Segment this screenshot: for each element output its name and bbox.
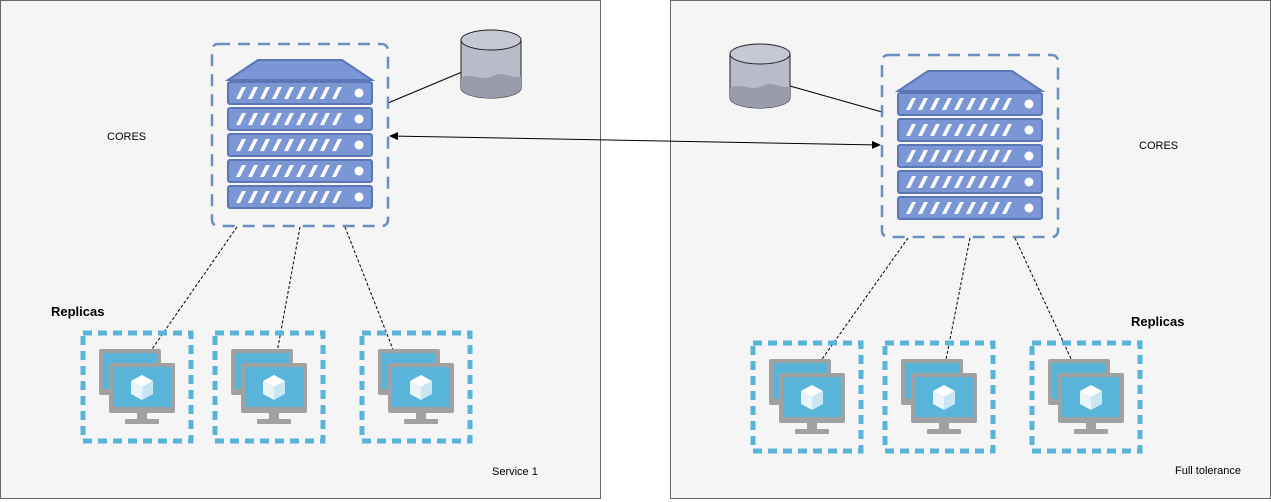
cores-label-right: CORES bbox=[1139, 140, 1178, 152]
rack-unit bbox=[897, 196, 1043, 220]
virtual-machine-icon[interactable] bbox=[80, 330, 194, 444]
cores-label-left: CORES bbox=[107, 131, 146, 143]
virtual-machine-icon[interactable] bbox=[212, 330, 326, 444]
footer-label-left: Service 1 bbox=[492, 466, 538, 478]
rack-unit bbox=[227, 81, 373, 105]
virtual-machine-icon[interactable] bbox=[882, 340, 996, 454]
footer-label-right: Full tolerance bbox=[1175, 465, 1241, 477]
rack-unit bbox=[227, 133, 373, 157]
virtual-machine-icon[interactable] bbox=[750, 340, 864, 454]
replicas-label-right: Replicas bbox=[1131, 314, 1184, 329]
server-rack-icon[interactable] bbox=[210, 42, 390, 228]
database-cylinder-icon[interactable] bbox=[729, 43, 791, 109]
virtual-machine-icon[interactable] bbox=[359, 330, 473, 444]
rack-unit bbox=[227, 185, 373, 209]
replicas-label-left: Replicas bbox=[51, 304, 104, 319]
server-rack-icon[interactable] bbox=[880, 53, 1060, 239]
rack-unit bbox=[897, 92, 1043, 116]
rack-unit bbox=[227, 159, 373, 183]
database-cylinder-icon[interactable] bbox=[460, 29, 522, 99]
rack-unit bbox=[227, 107, 373, 131]
db-link-left[interactable] bbox=[387, 71, 463, 104]
rack-unit bbox=[897, 118, 1043, 142]
bidirectional-arrow-icon[interactable] bbox=[389, 132, 881, 149]
db-link-right[interactable] bbox=[789, 85, 883, 113]
rack-unit bbox=[897, 170, 1043, 194]
rack-unit bbox=[897, 144, 1043, 168]
virtual-machine-icon[interactable] bbox=[1029, 340, 1143, 454]
